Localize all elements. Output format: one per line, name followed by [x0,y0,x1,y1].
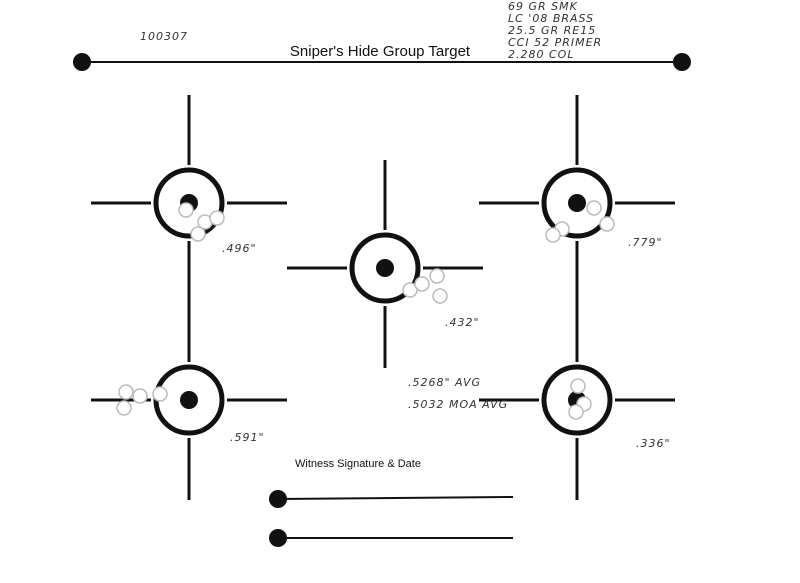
page-title: Sniper's Hide Group Target [290,43,471,60]
bullet-hole [586,200,602,216]
svg-text:LC '08 BRASS: LC '08 BRASS [508,12,594,25]
target-top-right [479,95,675,303]
bullet-hole [118,384,134,400]
svg-text:CCI 52 PRIMER: CCI 52 PRIMER [508,36,602,49]
target-ring [349,232,421,304]
bullet-hole [432,288,448,304]
svg-text:69 GR SMK: 69 GR SMK [508,0,578,13]
svg-text:2.280 COL: 2.280 COL [508,48,574,61]
bullet-hole [570,378,586,394]
target-ring [541,167,613,239]
bullet-hole [402,282,418,298]
group-size-bottom-left: .591" [230,431,265,444]
target-bottom-right [479,292,675,500]
target-ring [541,364,613,436]
load-notes: 69 GR SMK LC '08 BRASS 25.5 GR RE15 CCI … [508,0,602,61]
target-ring [153,167,225,239]
target-top-left [91,95,287,303]
group-size-center: .432" [445,316,480,329]
bullet-hole [545,227,561,243]
date-note: 100307 [140,30,188,43]
bullseye-dot [568,194,586,212]
bullet-hole [429,268,445,284]
svg-text:25.5 GR RE15: 25.5 GR RE15 [508,24,596,37]
bullet-hole [132,388,148,404]
target-center [287,160,483,368]
header-rule [73,53,691,71]
average-inch: .5268" AVG [408,376,481,389]
witness-label: Witness Signature & Date [295,458,421,470]
group-size-top-left: .496" [222,242,257,255]
target-bottom-left [91,292,287,500]
bullseye-dot [376,259,394,277]
bullet-hole [568,404,584,420]
average-moa: .5032 MOA AVG [408,398,508,411]
bullet-hole [209,210,225,226]
bullet-hole [178,202,194,218]
bullet-hole [414,276,430,292]
bullet-hole [116,400,132,416]
date-line[interactable] [269,529,513,547]
bullet-hole [190,226,206,242]
bullet-hole [599,216,615,232]
signature-line[interactable] [269,490,514,508]
bullseye-dot [180,391,198,409]
bullet-hole [152,386,168,402]
group-size-bottom-right: .336" [636,437,671,450]
group-size-top-right: .779" [628,236,663,249]
